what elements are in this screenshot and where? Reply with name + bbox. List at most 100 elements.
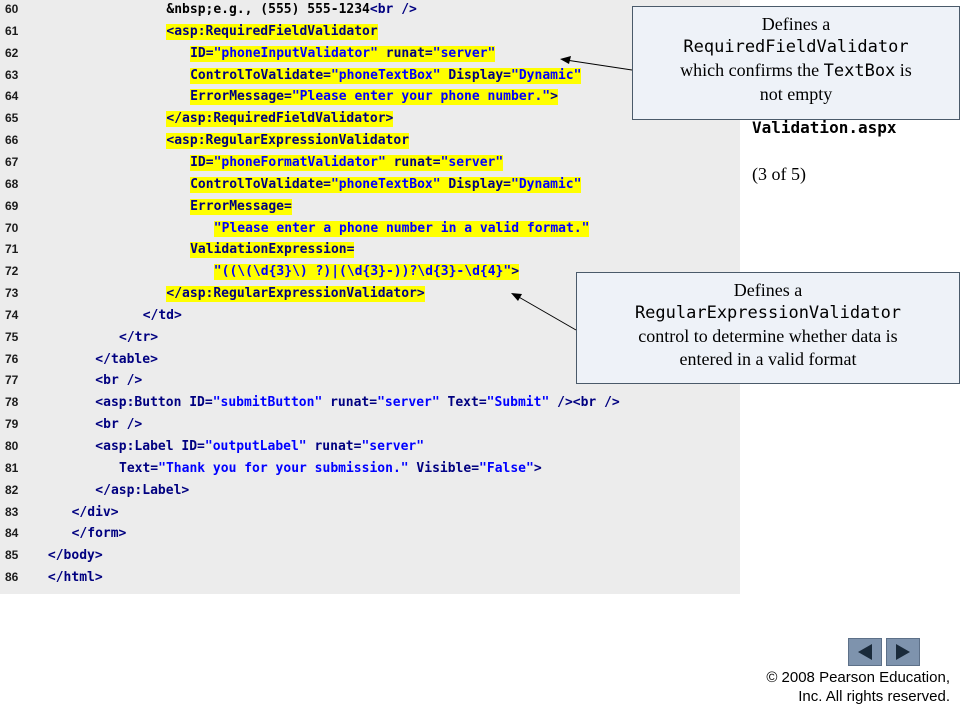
code-text: </html> [48, 570, 103, 586]
next-slide-button[interactable] [886, 638, 920, 666]
code-token-tag: <asp:Button [95, 395, 182, 411]
code-line: 85</body> [0, 546, 740, 568]
code-token-tag: <br /> [369, 2, 417, 17]
file-name-label: Validation.aspx [752, 118, 897, 137]
code-token-tag: </td> [142, 307, 182, 323]
line-number: 62 [5, 45, 19, 60]
highlighted-code-text: ValidationExpression= [190, 242, 355, 259]
code-token-attr: ControlToValidate= [190, 176, 331, 192]
line-number: 77 [5, 373, 19, 388]
line-number: 86 [5, 570, 19, 585]
callout-required-line2b: is [895, 60, 912, 80]
code-text: <br /> [95, 417, 142, 433]
code-token-tag: </asp:Label> [95, 482, 190, 498]
code-token-attr: Visible= [416, 460, 480, 476]
code-token-attr: Display= [448, 67, 512, 83]
callout-regex-validator: Defines a RegularExpressionValidator con… [576, 272, 960, 384]
code-token-tag: <asp:Label [95, 439, 174, 454]
code-line: 66<asp:RegularExpressionValidator [0, 131, 740, 153]
code-line: 82</asp:Label> [0, 481, 740, 503]
copyright-line2: Inc. All rights reserved. [798, 688, 950, 705]
code-token-tag: /><br /> [557, 395, 620, 411]
line-number: 76 [5, 351, 19, 366]
highlighted-code-text: ControlToValidate="phoneTextBox" Display… [190, 176, 582, 193]
line-number: 69 [5, 198, 19, 213]
callout-required-line3: not empty [759, 84, 833, 104]
code-token-val: "False" [479, 460, 534, 476]
line-number: 73 [5, 286, 19, 301]
code-token-txt [549, 395, 557, 410]
highlighted-code-text: </asp:RegularExpressionValidator> [166, 286, 425, 303]
code-token-tag: > [550, 89, 558, 105]
code-text: Text="Thank you for your submission." Vi… [119, 461, 542, 477]
code-line: 70"Please enter a phone number in a vali… [0, 219, 740, 241]
code-text: &nbsp;e.g., (555) 555-1234<br /> [166, 2, 416, 18]
highlighted-code-text: ErrorMessage= [190, 198, 292, 215]
code-token-attr: ID= [190, 154, 214, 170]
code-token-val: "server" [377, 395, 440, 411]
code-token-txt: &nbsp;e.g., (555) 555-1234 [166, 2, 370, 17]
callout-required-line2: which confirms the TextBox is [633, 59, 959, 83]
callout-regex-line3: entered in a valid format [679, 349, 857, 369]
callout-required-validator: Defines a RequiredFieldValidator which c… [632, 6, 960, 120]
code-token-attr: ControlToValidate= [190, 67, 331, 83]
code-token-val: "Please enter your phone number." [291, 89, 551, 105]
code-text: </td> [143, 308, 182, 324]
code-token-val: "server" [432, 45, 496, 61]
copyright-notice: © 2008 Pearson Education, Inc. All right… [766, 668, 950, 706]
code-token-val: "phoneTextBox" [330, 67, 441, 83]
code-token-tag: > [533, 460, 542, 476]
triangle-right-icon [896, 644, 910, 660]
code-token-val: "submitButton" [212, 395, 323, 411]
code-token-tag: <asp:RegularExpressionValidator [166, 133, 410, 149]
code-text: <asp:Label ID="outputLabel" runat="serve… [95, 439, 424, 455]
code-token-attr: ErrorMessage= [190, 89, 292, 105]
code-token-attr: ID= [181, 439, 205, 454]
line-number: 83 [5, 504, 19, 519]
highlighted-code-text: "((\(\d{3}\) ?)|(\d{3}-))?\d{3}-\d{4}"> [213, 264, 520, 281]
highlighted-code-text: ID="phoneInputValidator" runat="server" [190, 45, 496, 62]
code-token-attr: runat= [385, 45, 433, 61]
line-number: 81 [5, 460, 19, 475]
callout-regex-line2: control to determine whether data is [638, 326, 898, 346]
code-token-tag: </table> [95, 351, 158, 367]
code-token-txt [440, 395, 448, 410]
line-number: 72 [5, 264, 19, 279]
code-token-attr: Text= [447, 395, 487, 411]
line-number: 68 [5, 176, 19, 191]
code-token-attr: ValidationExpression= [190, 242, 355, 258]
code-token-txt [378, 46, 386, 61]
code-token-tag: <asp:RequiredFieldValidator [166, 23, 378, 39]
highlighted-code-text: </asp:RequiredFieldValidator> [166, 111, 394, 128]
callout-regex-line1: Defines a [733, 280, 803, 300]
code-token-tag: </form> [71, 526, 127, 542]
code-token-val: "phoneInputValidator" [213, 45, 378, 61]
page-indicator: (3 of 5) [752, 164, 806, 184]
highlighted-code-text: ControlToValidate="phoneTextBox" Display… [190, 67, 582, 84]
callout-required-textbox: TextBox [823, 61, 896, 81]
code-line: 79<br /> [0, 415, 740, 437]
callout-required-class-name: RequiredFieldValidator [683, 37, 909, 57]
code-token-tag: </div> [71, 504, 119, 520]
code-line: 83 </div> [0, 503, 740, 525]
code-line: 75</tr> [0, 328, 740, 350]
code-line: 81 Text="Thank you for your submission." … [0, 459, 740, 481]
code-token-attr: ID= [190, 45, 214, 61]
callout-required-line1: Defines a [761, 14, 831, 34]
highlighted-code-text: <asp:RequiredFieldValidator [166, 23, 378, 40]
line-number: 67 [5, 154, 19, 169]
code-token-attr: runat= [393, 154, 441, 170]
previous-slide-button[interactable] [848, 638, 882, 666]
code-text: </asp:Label> [95, 483, 189, 499]
code-token-attr: ID= [189, 395, 213, 411]
code-text: </div> [72, 505, 119, 521]
code-text: </tr> [119, 330, 158, 346]
line-number: 63 [5, 67, 19, 82]
line-number: 85 [5, 548, 19, 563]
code-token-val: "Submit" [486, 395, 550, 411]
highlighted-code-text: ErrorMessage="Please enter your phone nu… [190, 89, 558, 106]
code-line: 69 ErrorMessage= [0, 197, 740, 219]
